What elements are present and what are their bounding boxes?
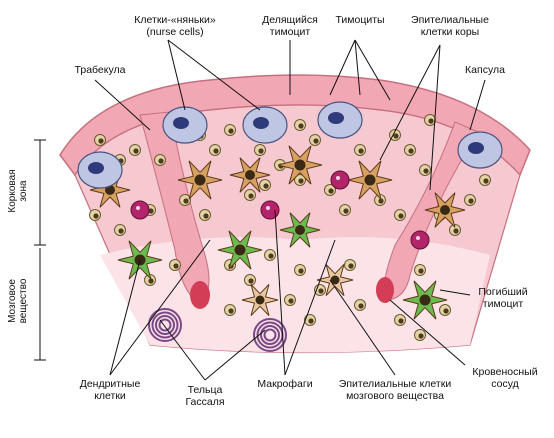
thymocyte-nucleus bbox=[343, 208, 349, 214]
medulla-epithelial-cell-nucleus bbox=[330, 275, 340, 285]
label-trabecula: Трабекула bbox=[74, 64, 126, 76]
thymocyte-nucleus bbox=[268, 253, 274, 259]
thymocyte-nucleus bbox=[148, 208, 154, 214]
thymocyte-nucleus bbox=[258, 148, 264, 154]
thymocyte-nucleus bbox=[443, 308, 449, 314]
medulla-epithelial-cell-nucleus bbox=[255, 295, 265, 305]
thymocyte-nucleus bbox=[358, 148, 364, 154]
label-capsule: Капсула bbox=[465, 64, 505, 76]
thymocyte-nucleus bbox=[483, 178, 489, 184]
cortex-epithelial-cell-nucleus bbox=[245, 170, 255, 180]
macrophage-granule bbox=[266, 206, 270, 210]
thymocyte-nucleus bbox=[378, 198, 384, 204]
label-macrophages: Макрофаги bbox=[257, 378, 313, 390]
thymocyte-nucleus bbox=[358, 303, 364, 309]
nurse-cell-nucleus bbox=[253, 117, 269, 129]
thymocyte-nucleus bbox=[213, 148, 219, 154]
label-nurse-cells: Клетки-«няньки»(nurse cells) bbox=[134, 14, 216, 38]
thymocyte-nucleus bbox=[98, 138, 104, 144]
thymocyte-nucleus bbox=[398, 213, 404, 219]
thymocyte-nucleus bbox=[228, 128, 234, 134]
thymocyte-nucleus bbox=[418, 333, 424, 339]
thymocyte-nucleus bbox=[298, 178, 304, 184]
cortex-epithelial-cell-nucleus bbox=[364, 174, 376, 186]
thymocyte-nucleus bbox=[183, 198, 189, 204]
cortex-epithelial-cell-nucleus bbox=[194, 174, 206, 186]
thymocyte-nucleus bbox=[118, 228, 124, 234]
thymocyte-nucleus bbox=[408, 148, 414, 154]
thymocyte-nucleus bbox=[298, 268, 304, 274]
pointer-lines bbox=[34, 39, 486, 381]
thymocyte-nucleus bbox=[348, 263, 354, 269]
nurse-cell-nucleus bbox=[328, 112, 344, 124]
thymocyte-nucleus bbox=[93, 213, 99, 219]
hassall-body-ring bbox=[263, 328, 277, 342]
nurse-cell-nucleus bbox=[88, 162, 104, 174]
thymocyte-nucleus bbox=[423, 168, 429, 174]
cortex-epithelial-cell-nucleus bbox=[440, 205, 450, 215]
macrophage bbox=[410, 230, 430, 250]
macrophage-granule bbox=[416, 236, 420, 240]
label-thymocytes: Тимоциты bbox=[335, 14, 385, 26]
thymocyte-nucleus bbox=[418, 268, 424, 274]
thymocyte-nucleus bbox=[288, 298, 294, 304]
hassall-body-ring bbox=[151, 311, 179, 339]
dendritic-cell-nucleus bbox=[234, 244, 246, 256]
thymocyte-nucleus bbox=[398, 318, 404, 324]
thymocyte-nucleus bbox=[313, 138, 319, 144]
dendritic-cell-nucleus bbox=[295, 225, 305, 235]
hassall-body-ring bbox=[158, 318, 172, 332]
thymocyte-nucleus bbox=[148, 278, 154, 284]
nurse-cell-nucleus bbox=[173, 117, 189, 129]
macrophage bbox=[130, 200, 150, 220]
blood-vessel-left bbox=[190, 281, 210, 309]
macrophage-granule bbox=[136, 206, 140, 210]
thymocyte-nucleus bbox=[228, 308, 234, 314]
hassall-body-ring bbox=[260, 325, 280, 345]
macrophage bbox=[330, 170, 350, 190]
thymocyte-nucleus bbox=[428, 118, 434, 124]
thymocyte-nucleus bbox=[203, 213, 209, 219]
thymocyte-nucleus bbox=[468, 198, 474, 204]
cortex-epithelial-cell-nucleus bbox=[294, 159, 306, 171]
nurse-cell-nucleus bbox=[468, 142, 484, 154]
hassall-body-ring bbox=[155, 315, 175, 335]
thymocyte-nucleus bbox=[133, 148, 139, 154]
dendritic-cell-nucleus bbox=[419, 294, 431, 306]
hassall-body-ring bbox=[148, 308, 182, 342]
thymocyte-nucleus bbox=[158, 158, 164, 164]
thymocyte-nucleus bbox=[263, 183, 269, 189]
thymocyte-nucleus bbox=[173, 263, 179, 269]
thymocyte-nucleus bbox=[328, 188, 334, 194]
thymocyte-nucleus bbox=[298, 123, 304, 129]
thymocyte-nucleus bbox=[393, 133, 399, 139]
thymocyte-nucleus bbox=[318, 288, 324, 294]
macrophage bbox=[260, 200, 280, 220]
thymocyte-nucleus bbox=[308, 318, 314, 324]
thymocyte-nucleus bbox=[248, 278, 254, 284]
macrophage-granule bbox=[336, 176, 340, 180]
blood-vessel-right bbox=[376, 277, 394, 303]
thymocyte-nucleus bbox=[453, 228, 459, 234]
thymocyte-nucleus bbox=[248, 193, 254, 199]
hassall-body-ring bbox=[253, 318, 287, 352]
